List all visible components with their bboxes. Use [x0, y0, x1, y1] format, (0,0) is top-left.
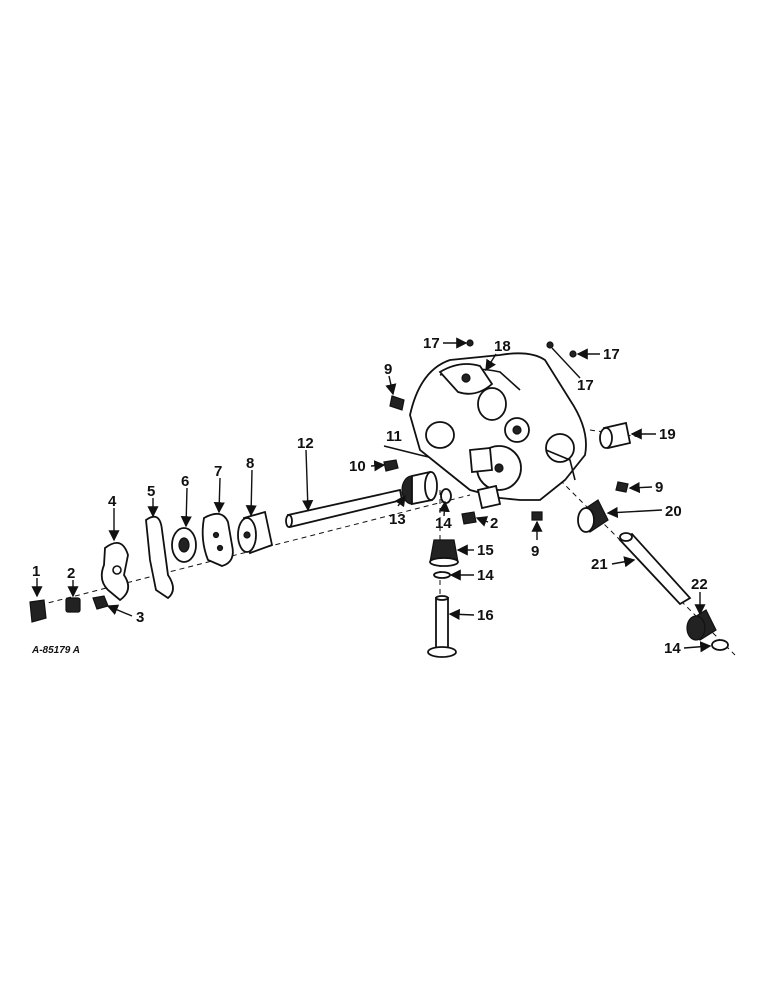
part-1-key [29, 599, 47, 623]
part-15-bevel-gear [429, 539, 459, 567]
callout-20: 20 [665, 503, 682, 520]
callout-2-right: 2 [490, 515, 498, 532]
drawing-number: A-85179 A [31, 645, 80, 656]
part-4-cam-plate [100, 541, 130, 602]
callout-17-right: 17 [603, 346, 620, 363]
callout-15: 15 [477, 542, 494, 559]
callout-19: 19 [659, 426, 676, 443]
callout-1: 1 [32, 563, 40, 580]
part-17-pin-a [466, 339, 474, 347]
part-12-shaft-end [285, 514, 293, 528]
part-2-block [65, 597, 81, 613]
part-17-pin-c [569, 350, 577, 358]
callout-18: 18 [494, 338, 511, 355]
part-8-hub [237, 510, 274, 555]
part-6-bearing [171, 527, 197, 563]
part-14-washer-mid [433, 571, 451, 579]
part-7-hole-a [212, 531, 220, 539]
part-17-pin-b [546, 341, 554, 349]
callout-9-bottom: 9 [531, 543, 539, 560]
callout-9-right: 9 [655, 479, 663, 496]
callout-5: 5 [147, 483, 155, 500]
part-7-plate [201, 512, 234, 567]
callout-21: 21 [591, 556, 608, 573]
part-3-plate [92, 595, 109, 610]
part-5-arm [145, 515, 174, 600]
part-20-bevel-gear [577, 499, 609, 533]
callout-9-top: 9 [384, 361, 392, 378]
callout-11: 11 [386, 428, 402, 445]
part-12-shaft [286, 488, 404, 529]
callout-12: 12 [297, 435, 314, 452]
part-4-hole [112, 565, 122, 575]
callout-7: 7 [214, 463, 222, 480]
part-2-block-right [461, 511, 477, 525]
callout-8: 8 [246, 455, 254, 472]
callout-2-left: 2 [67, 565, 75, 582]
part-21-shaft [618, 532, 692, 606]
part-housing [409, 352, 587, 510]
part-22-gear [686, 609, 717, 641]
callout-14-top: 14 [435, 515, 452, 532]
callout-3: 3 [136, 609, 144, 626]
part-10-clip [383, 459, 399, 472]
part-18-bracket [438, 363, 494, 395]
callout-6: 6 [181, 473, 189, 490]
part-16-spindle [427, 595, 457, 658]
part-14-washer-bottom [711, 639, 729, 651]
callout-14-bottom: 14 [664, 640, 681, 657]
callout-17-left: 17 [423, 335, 440, 352]
part-13-gear [401, 470, 438, 506]
part-19-sleeve [599, 421, 632, 450]
part-14-washer-top [440, 488, 452, 504]
part-7-hole-b [216, 544, 224, 552]
callout-10: 10 [349, 458, 366, 475]
callout-17-lower: 17 [577, 377, 594, 394]
callout-14-mid: 14 [477, 567, 494, 584]
part-9-clip-right [615, 481, 629, 493]
callout-4: 4 [108, 493, 117, 510]
callout-16: 16 [477, 607, 494, 624]
callout-22: 22 [691, 576, 708, 593]
part-9-spring-top [389, 395, 405, 411]
leader-lines [31, 337, 712, 653]
callouts: 1 2 3 4 5 6 7 8 9 10 11 12 13 14 2 15 14… [32, 335, 708, 657]
callout-13: 13 [389, 511, 406, 528]
part-9-clip-bottom [531, 511, 543, 521]
